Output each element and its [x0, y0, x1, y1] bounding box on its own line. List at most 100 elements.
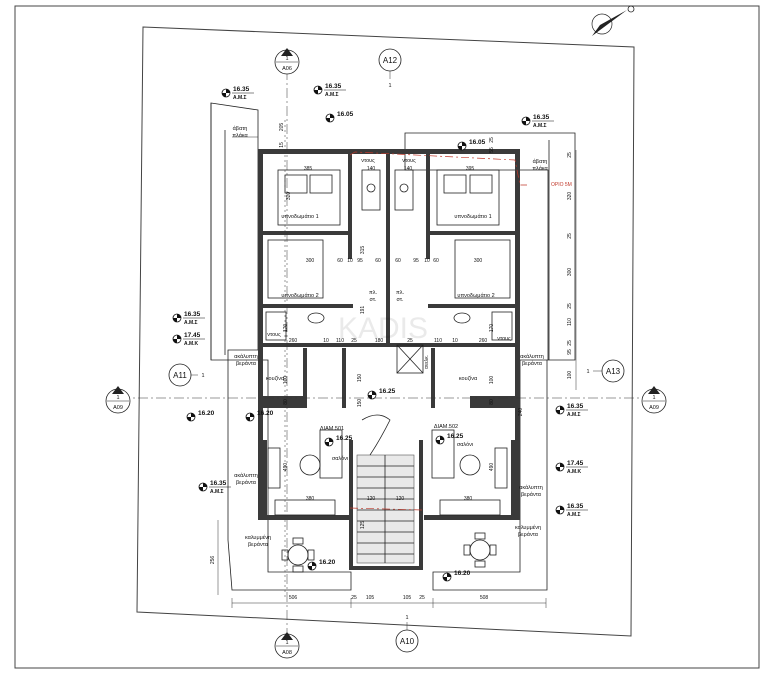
setback-line — [349, 151, 527, 186]
level-value: 16.25 — [379, 388, 396, 395]
level-sub: Α.Μ.Σ — [184, 320, 198, 326]
svg-text:60: 60 — [433, 258, 439, 264]
room-label: υπνοδωμάτιο 1 — [454, 213, 491, 220]
north-arrow-icon — [591, 5, 635, 36]
svg-text:150: 150 — [357, 399, 363, 408]
beds — [267, 169, 511, 299]
svg-text:260: 260 — [479, 338, 488, 344]
elevation-marker-a10: A10 1 — [395, 615, 419, 653]
svg-text:25: 25 — [489, 137, 495, 143]
svg-text:240: 240 — [518, 408, 524, 417]
section-top-ref: A06 — [282, 66, 292, 72]
level-sub: Α.Μ.Κ — [184, 341, 199, 347]
level-marker: 16.20 — [442, 570, 471, 582]
section-marker-left: 1 A09 — [105, 386, 131, 414]
level-value: 16.35 — [325, 83, 342, 90]
room-labels: υπνοδωμάτιο 1 υπνοδωμάτιο 1 υπνοδωμάτιο … — [232, 125, 548, 548]
section-right-num: 1 — [652, 395, 655, 401]
svg-text:25: 25 — [407, 338, 413, 344]
level-value: 16.20 — [454, 570, 471, 577]
room-label: κουζίνα — [266, 376, 285, 382]
level-marker: 16.25 — [435, 433, 464, 445]
level-marker: 16.05 — [325, 111, 354, 123]
level-marker: 16.35Α.Μ.Σ — [313, 83, 346, 98]
lift-shaft — [396, 344, 424, 374]
svg-text:βεράντα: βεράντα — [236, 360, 257, 367]
room-label: σαλόνι — [332, 455, 349, 462]
level-value: 16.35 — [210, 480, 227, 487]
svg-text:80: 80 — [283, 399, 289, 405]
svg-text:506: 506 — [289, 595, 298, 601]
svg-text:25: 25 — [567, 303, 573, 309]
level-value: 17.45 — [567, 460, 584, 467]
room-label: υπνοδωμάτιο 1 — [281, 213, 318, 220]
svg-text:320: 320 — [567, 192, 573, 201]
svg-text:πλάκα: πλάκα — [232, 132, 248, 139]
svg-text:100: 100 — [489, 376, 495, 385]
svg-text:120: 120 — [367, 496, 376, 502]
level-sub: Α.Μ.Σ — [233, 95, 247, 101]
level-marker: 16.20 — [245, 410, 274, 422]
svg-text:380: 380 — [464, 496, 473, 502]
svg-text:60: 60 — [395, 258, 401, 264]
svg-text:A12: A12 — [383, 56, 398, 65]
svg-text:25: 25 — [419, 595, 425, 601]
svg-text:A13: A13 — [606, 367, 621, 376]
svg-text:25: 25 — [567, 233, 573, 239]
svg-text:βεράντα: βεράντα — [521, 491, 542, 498]
level-marker: 16.35Α.Μ.Σ — [172, 311, 205, 326]
level-value: 16.25 — [336, 435, 353, 442]
svg-text:10: 10 — [452, 338, 458, 344]
watermark: KADIS — [338, 312, 428, 345]
svg-text:205: 205 — [279, 123, 285, 132]
sheet-border — [14, 5, 760, 669]
svg-text:55: 55 — [489, 147, 495, 153]
right-slab-outline — [404, 132, 576, 591]
svg-text:25: 25 — [567, 152, 573, 158]
section-bottom-ref: A08 — [282, 650, 292, 656]
level-value: 16.35 — [533, 114, 550, 121]
room-label: ντους — [267, 332, 281, 338]
svg-text:385: 385 — [304, 166, 313, 172]
level-marker: 16.05 — [457, 139, 486, 151]
svg-text:300: 300 — [567, 268, 573, 277]
svg-text:στ.: στ. — [396, 297, 404, 303]
svg-text:110: 110 — [434, 338, 442, 344]
svg-text:βεράντα: βεράντα — [522, 360, 543, 367]
svg-text:1: 1 — [405, 615, 408, 621]
svg-text:25: 25 — [351, 595, 357, 601]
level-value: 16.35 — [233, 86, 250, 93]
bathroom-fixtures — [265, 169, 513, 341]
svg-text:320: 320 — [286, 192, 292, 201]
svg-text:95: 95 — [357, 258, 363, 264]
level-marker: 17.45Α.Μ.Κ — [555, 460, 588, 475]
svg-text:25: 25 — [351, 338, 357, 344]
apartment-label: ΔΙΑΜ.502 — [434, 424, 458, 430]
setback-label: ΟΡΙΟ 5Μ — [551, 182, 572, 188]
level-value: 16.05 — [337, 111, 354, 118]
level-marker: 16.20 — [186, 410, 215, 422]
level-marker: 17.45Α.Μ.Κ — [172, 332, 205, 347]
svg-text:508: 508 — [480, 595, 489, 601]
elevation-marker-a11: A11 1 — [168, 363, 205, 387]
room-label: ντους — [361, 158, 375, 164]
svg-text:ακάλυπτη: ακάλυπτη — [519, 484, 543, 491]
svg-text:100: 100 — [283, 376, 289, 385]
site-boundary — [136, 26, 635, 637]
building-walls — [258, 149, 520, 570]
svg-text:60: 60 — [375, 258, 381, 264]
svg-text:καλυμμένη: καλυμμένη — [515, 524, 541, 531]
svg-text:180: 180 — [375, 338, 384, 344]
room-label: κουζίνα — [459, 376, 478, 382]
svg-text:170: 170 — [283, 324, 289, 333]
svg-text:25: 25 — [567, 340, 573, 346]
level-marker: 16.25 — [324, 435, 353, 447]
svg-text:ακάλυπτη: ακάλυπτη — [520, 353, 544, 360]
level-value: 16.25 — [447, 433, 464, 440]
level-value: 16.20 — [257, 410, 274, 417]
svg-text:10: 10 — [424, 258, 430, 264]
svg-text:125: 125 — [360, 521, 366, 530]
section-marker-bottom: 1 A08 — [274, 632, 300, 659]
